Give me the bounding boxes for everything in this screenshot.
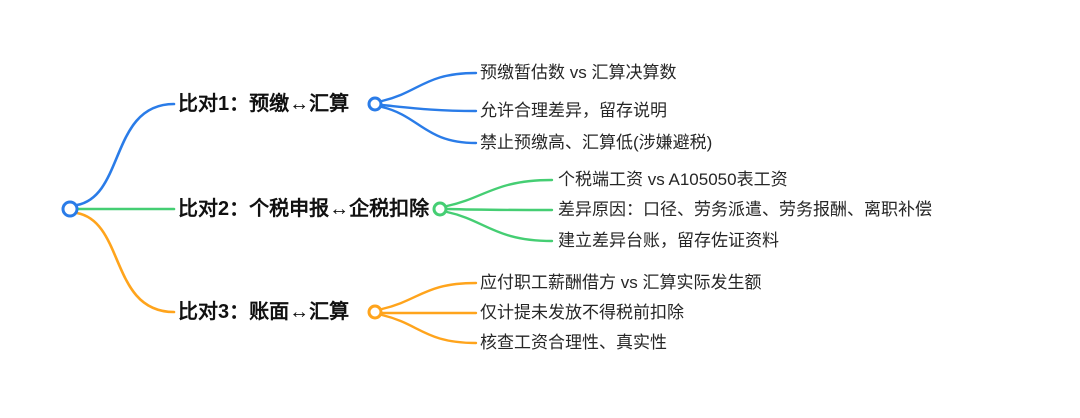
branch3-node-circle[interactable] [367,304,383,320]
edge-branch3-leaf-3 [380,313,478,345]
branch3-label[interactable]: 比对3：账面↔汇算 [178,301,350,323]
branch2-leaf-3[interactable]: 建立差异台账，留存佐证资料 [558,230,779,250]
edge-branch1-leaf-2 [380,103,478,113]
branch1-leaf-1[interactable]: 预缴暂估数 vs 汇算决算数 [480,62,677,82]
branch3-leaf-3[interactable]: 核查工资合理性、真实性 [480,332,667,352]
branch3-leaf-2[interactable]: 仅计提未发放不得税前扣除 [480,302,684,322]
edge-branch3-leaf-1 [380,281,478,311]
root-node-circle[interactable] [61,200,79,218]
edge-branch2-leaf-1 [445,178,554,208]
edge-branch2-leaf-3 [445,210,554,243]
branch1-leaf-3[interactable]: 禁止预缴高、汇算低(涉嫌避税) [480,132,713,152]
branch1-node-circle[interactable] [367,96,383,112]
edge-root-to-branch-1 [75,102,176,207]
edge-branch2-leaf-2 [445,207,554,212]
branch2-label[interactable]: 比对2：个税申报↔企税扣除 [178,198,430,220]
edge-root-to-branch-3 [75,211,176,314]
branch2-leaf-1[interactable]: 个税端工资 vs A105050表工资 [558,169,788,189]
edge-branch1-leaf-1 [380,71,478,103]
edge-branch1-leaf-3 [380,105,478,145]
branch2-leaf-2[interactable]: 差异原因：口径、劳务派遣、劳务报酬、离职补偿 [558,199,932,219]
branch2-node-circle[interactable] [432,201,448,217]
branch1-leaf-2[interactable]: 允许合理差异，留存说明 [480,100,667,120]
branch1-label[interactable]: 比对1：预缴↔汇算 [178,93,350,115]
branch3-leaf-1[interactable]: 应付职工薪酬借方 vs 汇算实际发生额 [480,272,762,292]
